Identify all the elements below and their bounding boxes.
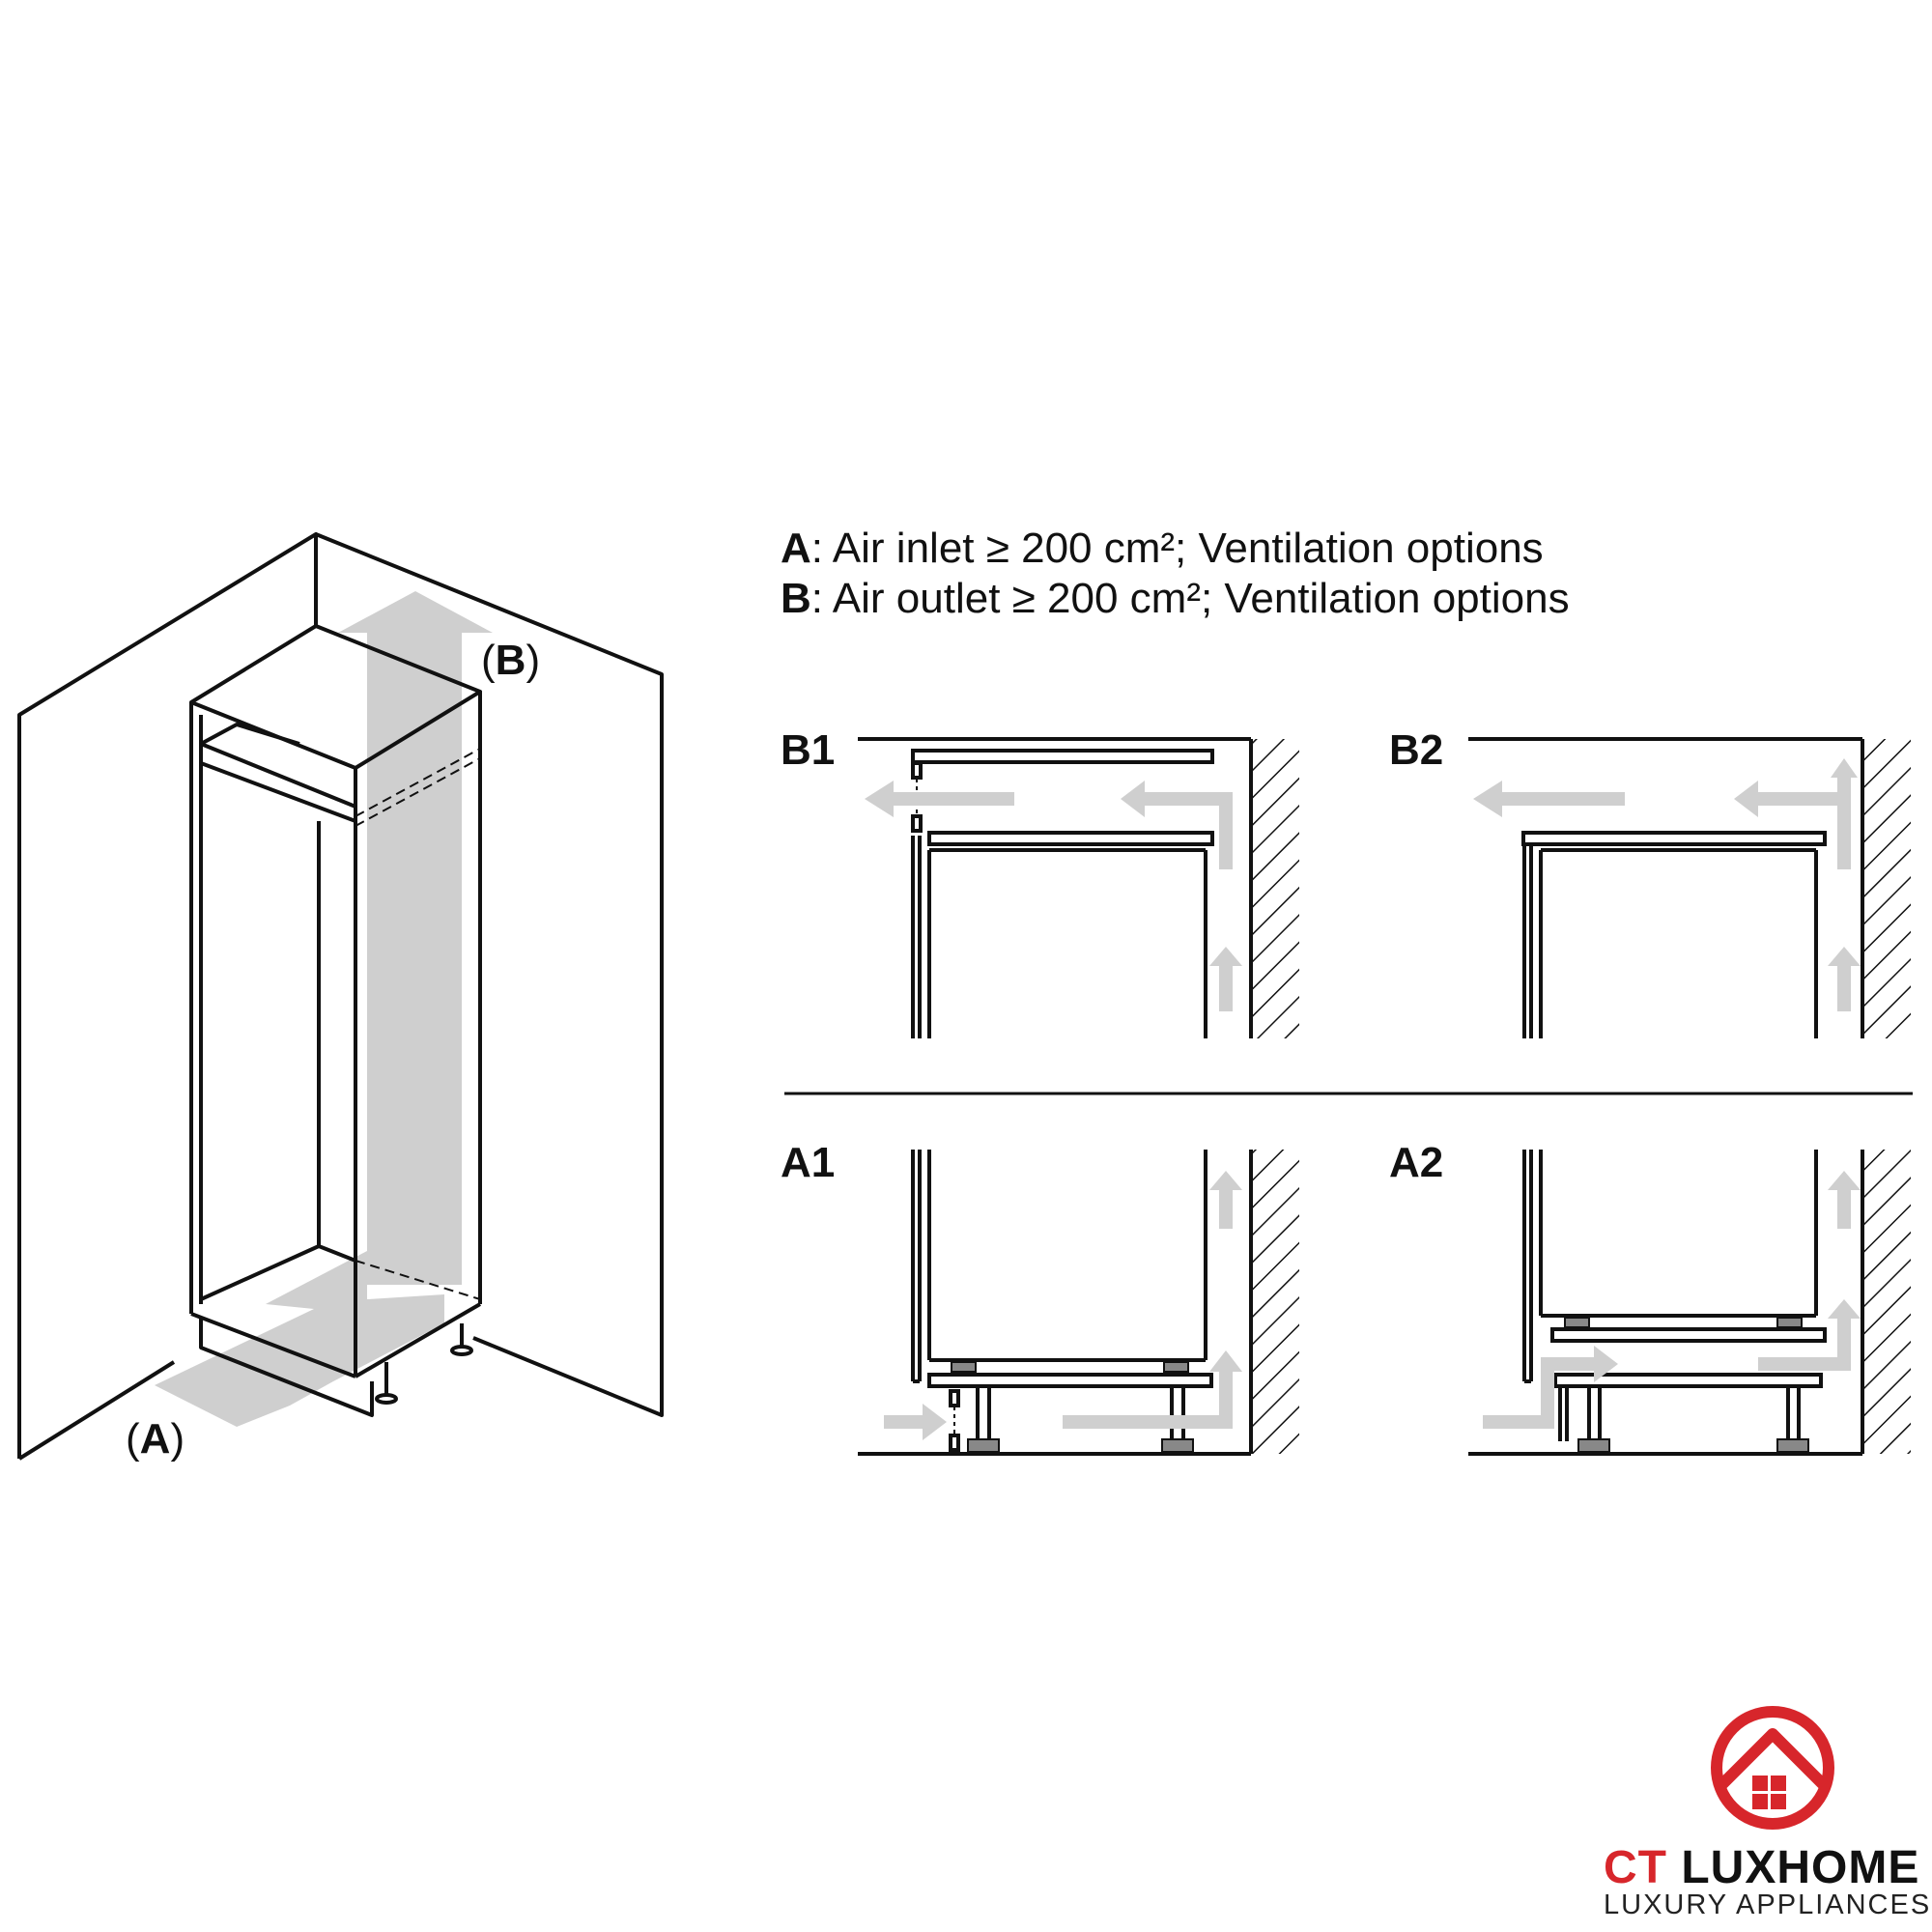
legend-a-key: A — [781, 525, 811, 572]
panel-label-b1: B1 — [781, 726, 836, 774]
panel-label-a1: A1 — [781, 1139, 836, 1186]
callout-a-open: ( — [126, 1415, 140, 1463]
floor-edge-left — [17, 1360, 176, 1461]
callout-b-open: ( — [481, 637, 496, 684]
panel-a1-diagram — [858, 1150, 1299, 1456]
panel-a2-diagram — [1468, 1150, 1911, 1456]
callout-a-key: A — [139, 1415, 171, 1463]
panel-b1-diagram — [858, 737, 1299, 1038]
panel-label-a2: A2 — [1389, 1139, 1444, 1186]
right-wall — [315, 532, 664, 1417]
panel-b2-diagram — [1468, 737, 1911, 1038]
panel-b1-airflow — [865, 781, 1242, 1011]
callout-b-key: B — [495, 637, 526, 684]
cabinet-3d-illustration — [17, 532, 664, 1461]
panel-label-b2: B2 — [1389, 726, 1444, 774]
legend-a-text: : Air inlet ≥ 200 cm²; Ventilation optio… — [810, 525, 1544, 572]
panel-a2-airflow — [1483, 1171, 1861, 1429]
callout-a-close: ) — [170, 1415, 185, 1463]
callout-b-close: ) — [526, 637, 541, 684]
legend-b-key: B — [781, 575, 811, 622]
legend-air-outlet: B: Air outlet ≥ 200 cm²; Ventilation opt… — [781, 578, 1570, 620]
brand-logo-mark — [1711, 1706, 1834, 1830]
airflow-arrow-inlet — [155, 1251, 444, 1427]
brand-subtitle: LUXURY APPLIANCES — [1604, 1889, 1932, 1920]
callout-b: (B) — [481, 639, 540, 682]
brand-name: CT LUXHOME — [1604, 1845, 1919, 1891]
callout-a: (A) — [126, 1418, 185, 1461]
panel-b2-airflow — [1473, 758, 1861, 1011]
legend-air-inlet: A: Air inlet ≥ 200 cm²; Ventilation opti… — [781, 527, 1544, 570]
panel-a1-airflow — [884, 1171, 1242, 1440]
brand-name-ct: CT — [1604, 1842, 1682, 1893]
left-wall — [17, 532, 318, 1459]
brand-name-luxhome: LUXHOME — [1681, 1842, 1920, 1893]
legend-b-text: : Air outlet ≥ 200 cm²; Ventilation opti… — [810, 575, 1570, 622]
airflow-arrow-outlet — [338, 591, 493, 1285]
